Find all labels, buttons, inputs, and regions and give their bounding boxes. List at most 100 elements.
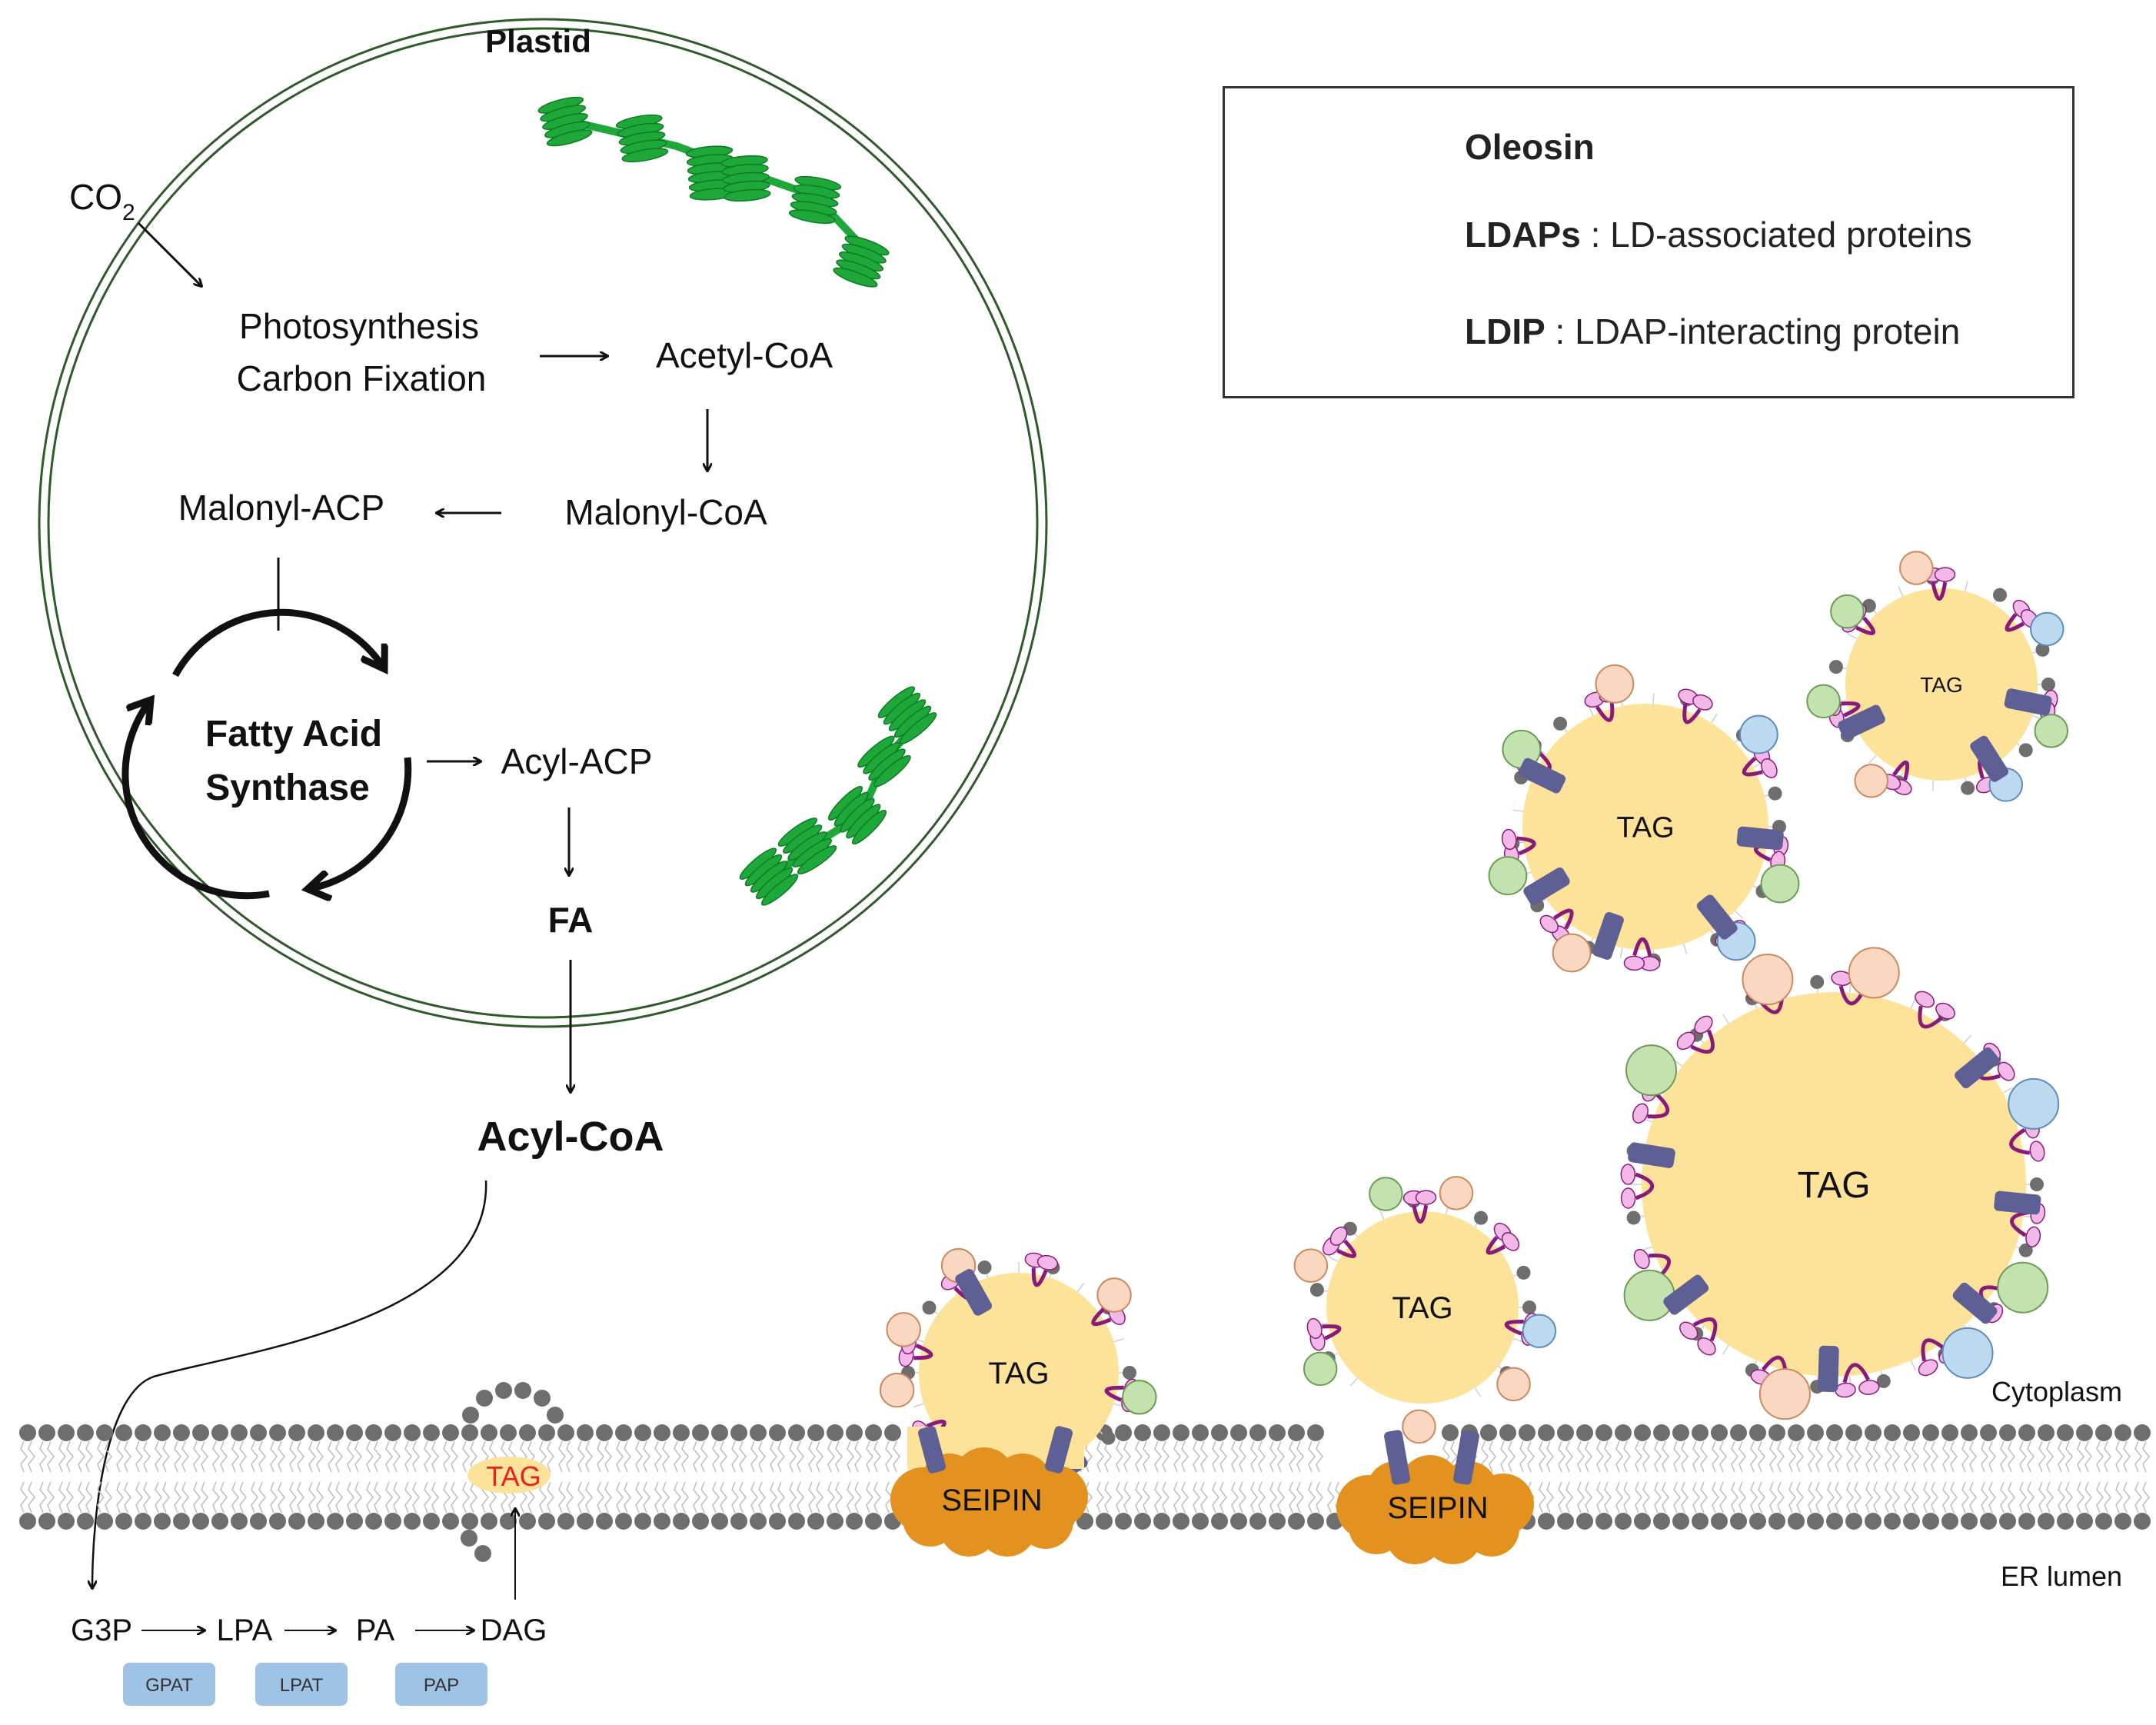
- lipid-head: [461, 1513, 478, 1530]
- oleosin: [2005, 613, 2025, 632]
- lipid-head: [557, 1513, 574, 1530]
- lipid-head: [596, 1513, 613, 1530]
- lipid-head: [2134, 1513, 2151, 1530]
- lipid-head: [1211, 1513, 1228, 1530]
- lipid-head: [1538, 1513, 1555, 1530]
- lipid-head: [1941, 1513, 1958, 1530]
- lipid-head: [1211, 1424, 1228, 1441]
- lipid-head: [2095, 1513, 2112, 1530]
- oleosin: [1647, 1093, 1670, 1119]
- lipid-droplet: TAG: [1293, 1176, 1557, 1444]
- lipid-head: [865, 1513, 882, 1530]
- enzyme-box-gpat: [123, 1663, 215, 1706]
- lipid-head: [1442, 1424, 1459, 1441]
- lipid-head: [2041, 678, 2055, 691]
- lipid-head: [19, 1513, 36, 1530]
- lipid-head: [58, 1513, 75, 1530]
- ldip: [917, 1426, 947, 1474]
- lipid-head: [269, 1424, 286, 1441]
- oleosin: [2009, 1127, 2031, 1155]
- granum: [877, 686, 937, 744]
- granum: [537, 96, 593, 147]
- lipid-head: [231, 1513, 248, 1530]
- lipid-head: [346, 1513, 363, 1530]
- lipid-head: [173, 1513, 190, 1530]
- granum: [827, 785, 887, 845]
- lipid-head: [269, 1513, 286, 1530]
- pathway-step-lpa: LPA: [217, 1613, 273, 1647]
- lipid-head: [673, 1424, 690, 1441]
- ldap: [1552, 933, 1592, 973]
- enzyme-box-lpat: [255, 1663, 348, 1706]
- lipid-head: [231, 1424, 248, 1441]
- lipid-head: [308, 1513, 324, 1530]
- granum: [685, 145, 737, 201]
- lipid-head: [250, 1424, 267, 1441]
- lipid-head: [462, 1407, 479, 1424]
- tag-core: [919, 1273, 1119, 1473]
- seipin-complex: SEIPIN: [890, 1447, 1088, 1557]
- lipid-head: [1653, 1513, 1670, 1530]
- lipid-head: [711, 1513, 728, 1530]
- lipid-head: [769, 1513, 786, 1530]
- lipid-head: [538, 1424, 555, 1441]
- lipid-head: [1153, 1424, 1170, 1441]
- ldap: [1760, 864, 1800, 904]
- lipid-head: [1096, 1513, 1113, 1530]
- ldip: [1970, 735, 2008, 782]
- lipid-head: [1810, 974, 1825, 989]
- lipid-head: [192, 1424, 209, 1441]
- oleosin: [1842, 1363, 1870, 1384]
- lipid-head: [1730, 1424, 1747, 1441]
- lipid-head: [827, 1424, 843, 1441]
- lipid-head: [58, 1424, 75, 1441]
- carbon-fixation-label: Carbon Fixation: [237, 358, 487, 398]
- ldap: [1096, 1277, 1132, 1313]
- oleosin: [1632, 937, 1652, 957]
- malonyl-acp-label: Malonyl-ACP: [178, 488, 384, 528]
- ldap: [1496, 1367, 1531, 1402]
- lipid-head: [865, 1424, 882, 1441]
- lipid-head: [1961, 1513, 1978, 1530]
- lipid-head: [173, 1424, 190, 1441]
- lipid-head: [547, 1407, 564, 1424]
- lipid-droplet: TAG: [1620, 947, 2060, 1420]
- lipid-head: [404, 1424, 421, 1441]
- oleosin: [1104, 1385, 1124, 1402]
- acyl-acp-label: Acyl-ACP: [501, 741, 653, 781]
- lipid-head: [1903, 1513, 1920, 1530]
- lipid-head: [1101, 1430, 1116, 1445]
- lipid-head: [1557, 1424, 1574, 1441]
- lipid-head: [211, 1513, 228, 1530]
- lipid-head: [1249, 1424, 1266, 1441]
- er-lumen-label: ER lumen: [2001, 1560, 2122, 1592]
- lipid-head: [384, 1513, 401, 1530]
- granum: [777, 818, 837, 874]
- ldip: [1955, 1047, 2000, 1089]
- oleosin: [1031, 1267, 1048, 1287]
- lipid-head: [1123, 1366, 1136, 1380]
- lipid-head: [1653, 1424, 1670, 1441]
- lipid-head: [1903, 1424, 1920, 1441]
- oleosin: [1855, 616, 1875, 635]
- lipid-head: [1884, 1424, 1901, 1441]
- lipid-head: [1307, 1424, 1324, 1441]
- lipid-head: [423, 1424, 440, 1441]
- lipid-head: [557, 1424, 574, 1441]
- lipid-head: [2095, 1424, 2112, 1441]
- photosynthesis-label: Photosynthesis: [239, 306, 479, 346]
- lipid-head: [327, 1513, 344, 1530]
- lipid-head: [922, 1300, 937, 1315]
- lipid-head: [135, 1424, 151, 1441]
- lipid-head: [1711, 1424, 1728, 1441]
- lipid-head: [77, 1513, 94, 1530]
- lipid-head: [2057, 1424, 2074, 1441]
- lipid-head: [1999, 1424, 2016, 1441]
- lipid-head: [1595, 1513, 1612, 1530]
- oleosin: [1595, 701, 1615, 722]
- ldip: [1044, 1426, 1073, 1474]
- lipid-head: [1576, 1513, 1593, 1530]
- lipid-head: [519, 1424, 536, 1441]
